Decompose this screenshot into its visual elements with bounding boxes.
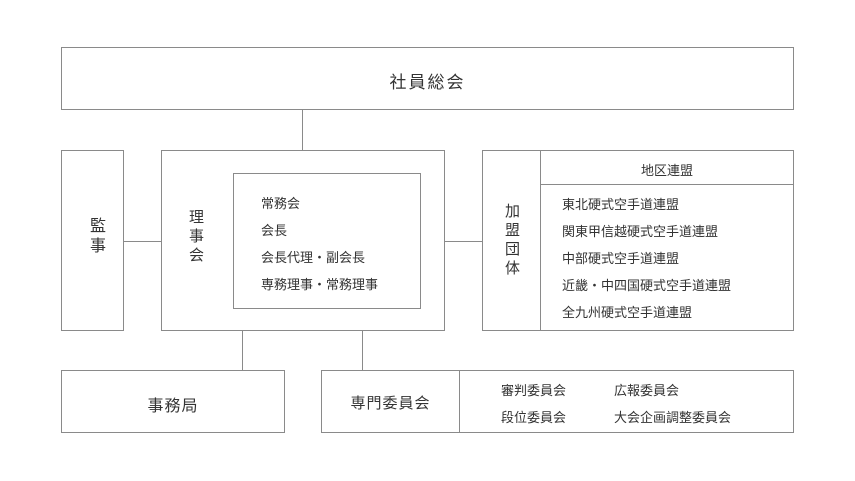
board-box: 理事会 常務会 会長 会長代理・副会長 専務理事・常務理事 (161, 150, 445, 331)
affiliates-divider-horizontal (540, 184, 793, 185)
board-member: 専務理事・常務理事 (261, 278, 379, 293)
affiliate-item: 近畿・中四国硬式空手道連盟 (562, 279, 732, 294)
board-member: 会長 (261, 224, 288, 239)
committee-item: 大会企画調整委員会 (614, 411, 732, 426)
committees-label: 専門委員会 (350, 394, 431, 412)
affiliate-item: 東北硬式空手道連盟 (562, 198, 680, 213)
board-member: 会長代理・副会長 (261, 251, 366, 266)
secretariat-label: 事務局 (147, 396, 199, 415)
connector-board-committees (362, 330, 363, 371)
affiliates-divider-vertical (540, 151, 541, 330)
committees-divider (459, 371, 460, 432)
auditor-box: 監事 (61, 150, 124, 331)
general-meeting-box: 社員総会 (61, 47, 794, 110)
board-inner-box: 常務会 会長 会長代理・副会長 専務理事・常務理事 (233, 173, 421, 309)
general-meeting-label: 社員総会 (389, 73, 466, 93)
connector-board-secretariat (242, 330, 243, 371)
connector-auditor-board (123, 241, 161, 242)
auditor-label: 監事 (87, 217, 106, 257)
committees-box: 専門委員会 審判委員会 広報委員会 段位委員会 大会企画調整委員会 (321, 370, 794, 433)
affiliate-item: 関東甲信越硬式空手道連盟 (562, 225, 719, 240)
secretariat-box: 事務局 (61, 370, 285, 433)
connector-board-affiliates (444, 241, 483, 242)
affiliates-box: 加盟団体 地区連盟 東北硬式空手道連盟 関東甲信越硬式空手道連盟 中部硬式空手道… (482, 150, 794, 331)
affiliates-label: 加盟団体 (503, 203, 521, 279)
affiliate-item: 全九州硬式空手道連盟 (562, 306, 693, 321)
affiliate-item: 中部硬式空手道連盟 (562, 252, 680, 267)
board-label: 理事会 (187, 209, 205, 266)
committee-item: 段位委員会 (501, 411, 567, 426)
connector-top (302, 109, 303, 150)
board-member: 常務会 (261, 197, 301, 212)
committee-item: 審判委員会 (501, 384, 567, 399)
affiliates-header: 地区連盟 (640, 164, 693, 179)
committee-item: 広報委員会 (614, 384, 680, 399)
